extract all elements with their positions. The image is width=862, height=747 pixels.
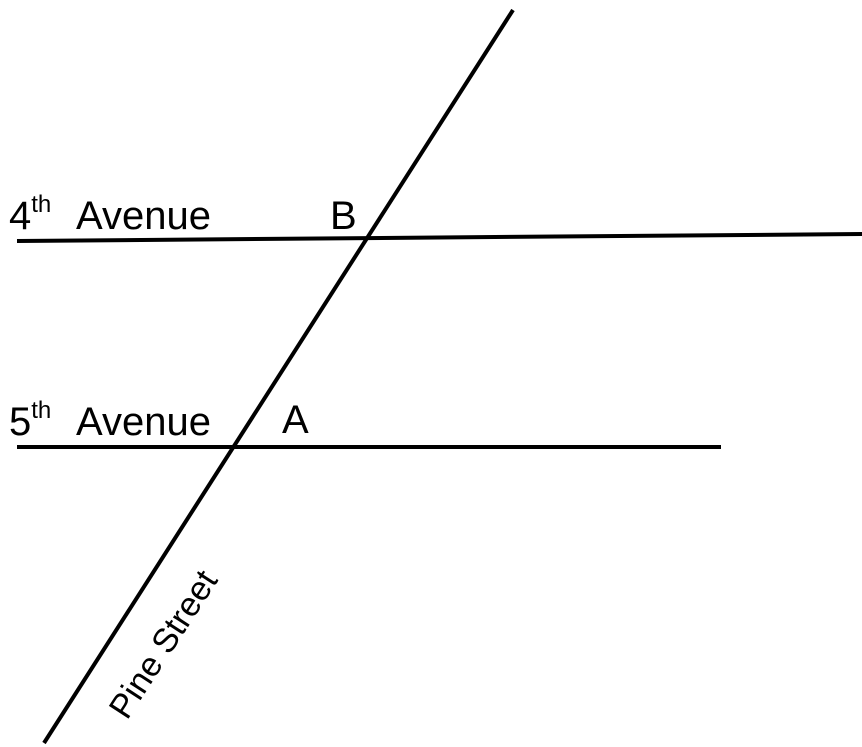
fifth-avenue-label: 5th Avenue xyxy=(9,397,211,444)
fourth-avenue-number: 4 xyxy=(9,194,31,238)
point-a-label: A xyxy=(282,398,309,442)
pine-street-line xyxy=(42,8,515,745)
fourth-avenue-label: 4th Avenue xyxy=(9,191,211,238)
fourth-avenue-suffix: th xyxy=(31,191,51,218)
fourth-avenue-line xyxy=(16,232,862,243)
pine-street-label: Pine Street xyxy=(102,563,226,725)
fifth-avenue-name: Avenue xyxy=(76,400,211,444)
point-b-label: B xyxy=(330,194,357,238)
fifth-avenue-number: 5 xyxy=(9,400,31,444)
fifth-avenue-suffix: th xyxy=(31,397,51,424)
fourth-avenue-name: Avenue xyxy=(76,194,211,238)
